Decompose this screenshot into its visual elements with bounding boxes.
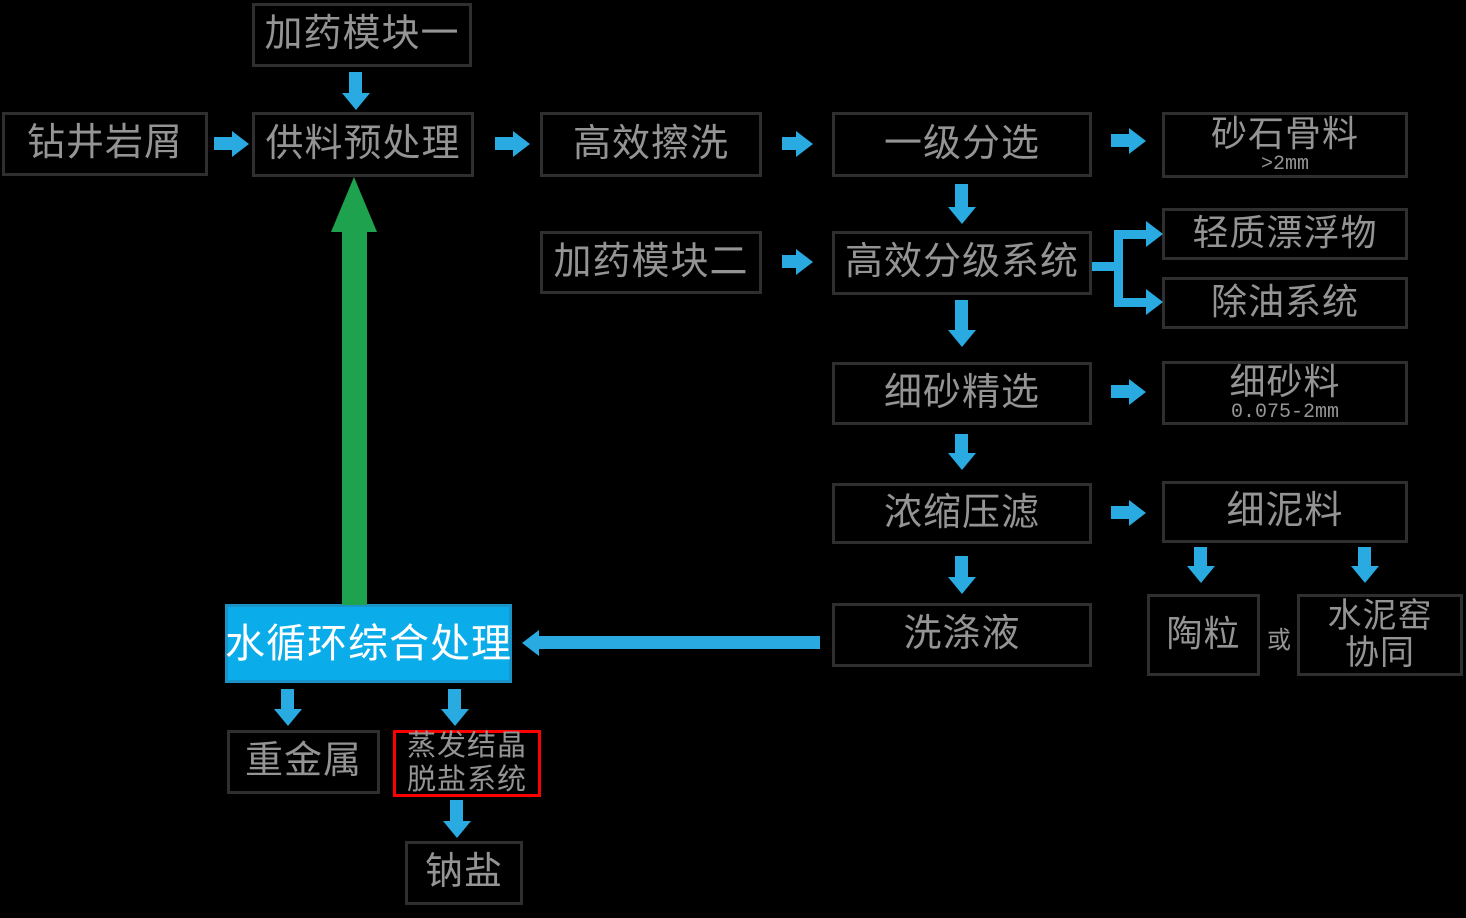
arrow-washing-liquid-to-water-recycling [522, 630, 820, 656]
arrowhead-to-oil-removal-system [1146, 289, 1163, 315]
connector-classification-stub [1092, 262, 1118, 271]
arrow-primary-sorting-to-classification [948, 184, 976, 224]
node-dosing-module-2: 加药模块二 [540, 231, 762, 294]
node-ceramsite: 陶粒 [1147, 594, 1260, 676]
node-evaporation-crystallization-desalination: 蒸发结晶 脱盐系统 [393, 730, 541, 797]
node-heavy-metals: 重金属 [227, 730, 380, 794]
arrow-fine-mud-to-cement-kiln [1351, 547, 1379, 583]
node-oil-removal-system: 除油系统 [1162, 277, 1408, 329]
node-dosing-module-1-label: 加药模块一 [264, 13, 460, 56]
node-dosing-module-2-label: 加药模块二 [553, 240, 749, 283]
node-cement-kiln-codisposal-line2: 协同 [1345, 635, 1415, 672]
arrow-water-recycling-to-heavy-metals [274, 689, 302, 726]
node-sand-gravel-aggregate: 砂石骨料 >2mm [1162, 112, 1408, 178]
node-feed-pretreatment-label: 供料预处理 [265, 122, 461, 165]
node-water-recycling-treatment-label: 水循环综合处理 [225, 620, 512, 666]
node-thickening-filter-press-label: 浓缩压滤 [883, 491, 1040, 534]
node-fine-sand-material-size: 0.075-2mm [1230, 400, 1340, 424]
node-high-efficiency-scrubbing-label: 高效擦洗 [572, 122, 729, 165]
node-evaporation-crystallization-line1: 蒸发结晶 [406, 730, 527, 763]
node-fine-sand-material: 细砂料 0.075-2mm [1162, 361, 1408, 425]
arrow-fine-mud-to-ceramsite [1187, 547, 1215, 583]
arrow-drilling-cuttings-to-feed-pretreatment [214, 131, 249, 157]
arrow-thickening-to-fine-mud [1111, 500, 1146, 526]
node-fine-sand-selection: 细砂精选 [832, 362, 1092, 425]
node-cement-kiln-codisposal-line1: 水泥窑 [1327, 597, 1433, 635]
node-sand-gravel-aggregate-label: 砂石骨料 [1210, 114, 1359, 155]
connector-classification-top-arm [1114, 230, 1147, 239]
node-sodium-salt-label: 钠盐 [424, 851, 503, 894]
node-washing-liquid: 洗涤液 [832, 603, 1092, 667]
node-classification-system: 高效分级系统 [832, 231, 1092, 295]
node-drilling-cuttings: 钻井岩屑 [2, 112, 208, 176]
arrow-fine-sand-selection-to-thickening [948, 434, 976, 470]
node-oil-removal-system-label: 除油系统 [1210, 282, 1359, 323]
arrow-primary-sorting-to-aggregate [1111, 128, 1146, 154]
arrow-scrubbing-to-primary-sorting [782, 131, 813, 157]
node-ceramsite-label: 陶粒 [1166, 614, 1241, 655]
node-heavy-metals-label: 重金属 [244, 740, 362, 783]
node-thickening-filter-press: 浓缩压滤 [832, 483, 1092, 544]
connector-classification-bottom-arm [1114, 298, 1147, 307]
node-fine-sand-material-label: 细砂料 [1229, 362, 1341, 403]
arrow-classification-to-fine-sand-selection [948, 300, 976, 347]
arrow-feed-pretreatment-to-scrubbing [495, 131, 530, 157]
arrow-water-recycling-to-feed-pretreatment-green [331, 177, 378, 605]
arrow-evaporation-to-sodium-salt [443, 800, 471, 838]
node-light-floating-matter-label: 轻质漂浮物 [1192, 213, 1378, 254]
node-primary-sorting: 一级分选 [832, 112, 1092, 177]
node-fine-mud-material: 细泥料 [1162, 481, 1408, 543]
node-fine-mud-material-label: 细泥料 [1226, 490, 1344, 533]
node-sand-gravel-aggregate-size: >2mm [1260, 152, 1309, 176]
node-classification-system-label: 高效分级系统 [844, 241, 1079, 284]
arrow-fine-sand-selection-to-fine-sand-material [1111, 379, 1146, 405]
arrow-thickening-to-washing-liquid [948, 556, 976, 594]
node-high-efficiency-scrubbing: 高效擦洗 [540, 112, 762, 177]
arrow-water-recycling-to-evaporation [441, 689, 469, 726]
node-cement-kiln-codisposal: 水泥窑 协同 [1297, 594, 1463, 676]
node-sodium-salt: 钠盐 [405, 841, 523, 905]
node-water-recycling-treatment: 水循环综合处理 [225, 604, 512, 683]
arrow-dosing-module-1-to-feed-pretreatment [342, 72, 370, 110]
node-evaporation-crystallization-line2: 脱盐系统 [406, 763, 527, 796]
node-drilling-cuttings-label: 钻井岩屑 [26, 122, 183, 165]
node-fine-sand-selection-label: 细砂精选 [883, 371, 1040, 414]
node-light-floating-matter: 轻质漂浮物 [1162, 208, 1408, 260]
node-dosing-module-1: 加药模块一 [252, 3, 472, 67]
node-primary-sorting-label: 一级分选 [883, 122, 1040, 165]
node-feed-pretreatment: 供料预处理 [252, 112, 474, 177]
connector-classification-vertical [1114, 230, 1123, 307]
arrow-dosing-module-2-to-classification [782, 249, 813, 275]
or-connector-label: 或 [1267, 627, 1291, 654]
node-washing-liquid-label: 洗涤液 [903, 613, 1021, 656]
arrowhead-to-light-floating-matter [1146, 221, 1163, 247]
